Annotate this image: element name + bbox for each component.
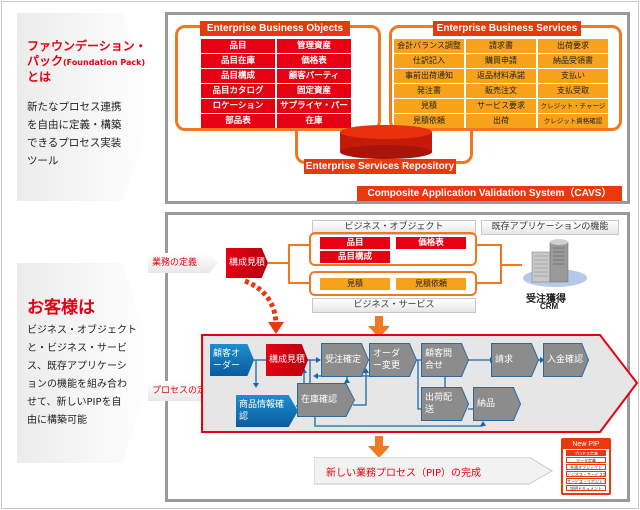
business-service-item: 仕訳記入 (394, 54, 464, 68)
business-service-item: 請求書 (466, 39, 536, 53)
business-services-title: Enterprise Business Services (433, 21, 581, 36)
new-pip-item: プロセス定義 (566, 450, 606, 456)
dotted-arrow-icon (243, 278, 284, 334)
business-service-item: 出荷 (466, 114, 536, 128)
selected-process-box[interactable]: 構成見積 (226, 248, 268, 278)
repository-label: Enterprise Services Repository (304, 159, 456, 174)
business-service-item: 会計バランス調整 (394, 39, 464, 53)
new-pip-item: 共通オブジェクト (566, 464, 606, 470)
business-service-item: 見積依頼 (394, 114, 464, 128)
down-arrow-icon (368, 436, 390, 458)
database-icon (340, 125, 432, 159)
business-object-item: 品目 (201, 39, 275, 53)
crm-connector (477, 244, 502, 284)
business-objects-label: ビジネス・オブジェクト (312, 220, 476, 235)
service-item: 見積依頼 (396, 278, 466, 290)
process-step-stock-check[interactable]: 在庫確認 (298, 384, 354, 416)
customer-description: ビジネス・オブジェクト と・ビジネス・サービ ス、既存アプリケーシ ョンの機能を… (27, 325, 137, 426)
crm-connector-line (502, 264, 522, 266)
connector-line (268, 262, 288, 264)
business-object-item: 在庫 (277, 114, 351, 128)
business-definition-tag: 業務の定義 (148, 253, 218, 273)
process-step-customer-order[interactable]: 顧客オーダー (210, 344, 254, 376)
cavs-label: Composite Application Validation System（… (357, 186, 622, 201)
crm-title: 受注獲得 (526, 294, 566, 305)
business-service-item: 出荷要求 (538, 39, 608, 53)
business-service-item: 納品受領書 (538, 54, 608, 68)
process-step-shipping[interactable]: 出荷配送 (422, 388, 468, 420)
business-object-item: 部品表 (201, 114, 275, 128)
business-object-item: 品目在庫 (201, 54, 275, 68)
new-pip-item: 説明ドキュメント (566, 485, 606, 491)
new-pip-item: サービス・リポジトリ (566, 478, 606, 484)
business-service-item: 発注書 (394, 84, 464, 98)
new-pip-card: New PIP プロセス定義データ定義共通オブジェクトビジネス・サービス定義サー… (561, 438, 611, 495)
business-service-item: 販売注文 (466, 84, 536, 98)
business-service-item: 事前出荷通知 (394, 69, 464, 83)
object-item: 価格表 (396, 237, 466, 249)
selected-objects-frame (309, 232, 477, 266)
business-objects-title: Enterprise Business Objects (200, 21, 350, 36)
foundation-pack-description: 新たなプロセス連携 を自由に定義・構築 できるプロセス実装 ツール (27, 101, 122, 167)
crm-subtitle: CRM (540, 302, 559, 311)
business-service-item: 購買申請 (466, 54, 536, 68)
business-service-item: 返品材料承諾 (466, 69, 536, 83)
new-pip-items: プロセス定義データ定義共通オブジェクトビジネス・サービス定義サービス・リポジトリ… (563, 450, 609, 491)
process-step-customer-inquiry[interactable]: 顧客問合せ (422, 344, 468, 376)
result-label: 新しい業務プロセス（PIP）の完成 (326, 468, 482, 479)
business-service-item: 支払い (538, 69, 608, 83)
down-arrow-icon (368, 316, 390, 338)
business-service-item: 見積 (394, 99, 464, 113)
business-object-item: 顧客パーティ (277, 69, 351, 83)
result-banner (313, 456, 554, 485)
business-services-label: ビジネス・サービス (312, 298, 476, 313)
business-object-item: 価格表 (277, 54, 351, 68)
business-service-item: クレジット資格確認 (538, 114, 608, 128)
foundation-pack-panel (17, 13, 154, 201)
process-step-order-change[interactable]: オーダー変更 (370, 344, 416, 376)
service-item: 見積 (320, 278, 390, 290)
foundation-pack-title: ファウンデーション・ パック(Foundation Pack) とは (27, 39, 147, 84)
business-object-item: 品目構成 (201, 69, 275, 83)
process-step-product-info[interactable]: 商品情報確認 (236, 395, 298, 427)
existing-apps-label: 既存アプリケーションの機能 (481, 220, 619, 235)
business-object-item: 管理資産 (277, 39, 351, 53)
process-step-config-quote[interactable]: 構成見積 (266, 344, 308, 376)
business-object-item: サプライヤ・パーティ (277, 99, 351, 125)
business-service-item: クレジット・チャージ承認 (538, 99, 608, 124)
business-object-item: ロケーション (201, 99, 275, 113)
process-step-payment-confirm[interactable]: 入金確認 (544, 344, 588, 376)
business-service-item: 支払受取 (538, 84, 608, 98)
server-icon (523, 239, 587, 287)
process-step-billing[interactable]: 請求 (492, 344, 538, 376)
business-object-item: 品目カタログ (201, 84, 275, 98)
new-pip-item: データ定義 (566, 457, 606, 463)
business-object-item: 固定資産 (277, 84, 351, 98)
object-item: 品目構成 (320, 251, 390, 263)
customer-panel (17, 263, 154, 463)
business-service-item: サービス要求 (466, 99, 536, 113)
process-step-order-confirm[interactable]: 受注確定 (322, 344, 368, 376)
selected-services-frame (309, 271, 477, 296)
connector-bracket (288, 244, 310, 284)
process-step-delivery[interactable]: 納品 (474, 388, 520, 420)
new-pip-item: ビジネス・サービス定義 (566, 471, 606, 477)
customer-title: お客様は (27, 298, 95, 318)
object-item: 品目 (320, 237, 390, 249)
new-pip-title: New PIP (563, 440, 609, 449)
